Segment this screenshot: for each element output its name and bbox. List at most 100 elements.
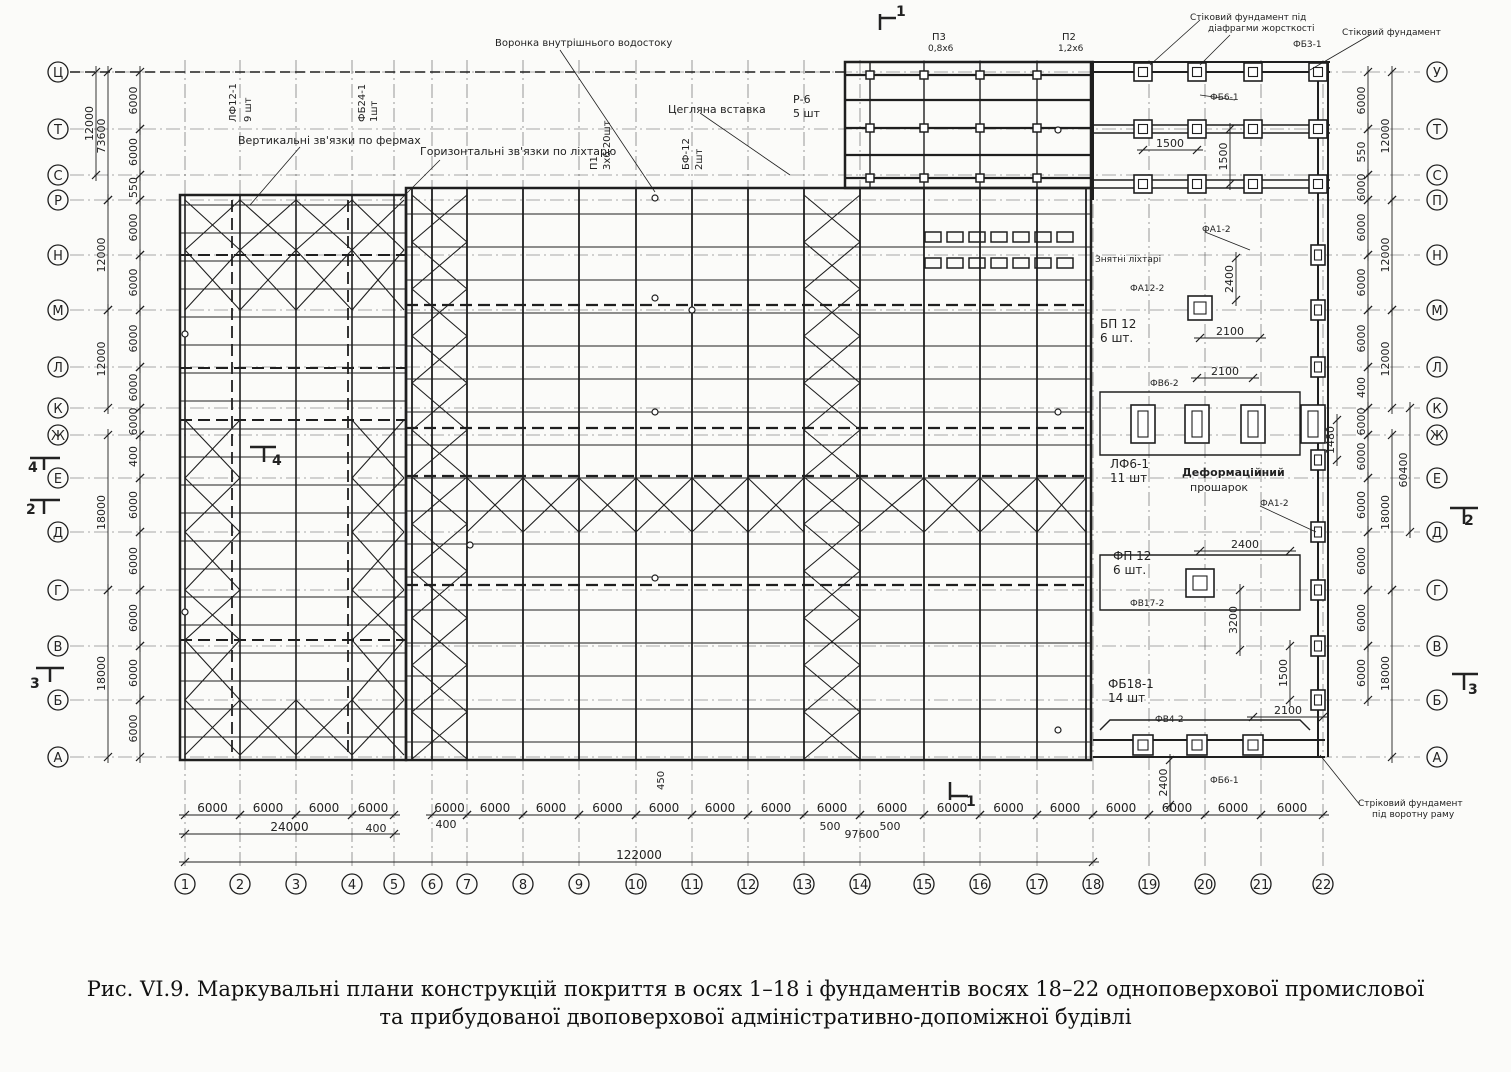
axis-bubble-column: 12 [737,873,759,895]
dim-tick [1248,373,1258,383]
axis-bubble-row-left: Л [47,356,69,378]
label-fv17: ФВ17-2 [1130,599,1164,609]
dim-tick [1088,810,1098,820]
label-fp12-qty: 6 шт. [1113,563,1146,577]
axis-bubble-circle [1426,189,1448,211]
axis-bubble-column: 13 [793,873,815,895]
leader-line [1199,94,1236,101]
foundation-pad [1310,579,1326,601]
dim-tick [135,67,145,77]
axis-bubble-label: Ж [51,429,65,444]
funnel-mark [651,294,659,302]
axis-bubble-label: 18 [1085,878,1102,893]
axis-bubble-row-left: Н [47,244,69,266]
dim-left-inner-label: 6000 [127,408,140,436]
dim-tick [1231,253,1241,263]
dim-right-outer-label: 12000 [1379,342,1392,377]
axis-bubble-label: 11 [684,878,701,893]
brace [184,531,241,591]
axis-bubble-row-right: П [1426,189,1448,211]
dim-left-inner-label: 6000 [127,491,140,519]
dim-tick [135,527,145,537]
axis-bubble-row-right: Н [1426,244,1448,266]
axis-bubble-circle [47,164,69,186]
dim-tick [1363,195,1373,205]
axis-bubble-label: 20 [1197,878,1214,893]
dim-span-label: 6000 [649,801,680,815]
leader-line [1309,34,1371,71]
label-fb3: ФБ3-1 [1293,40,1322,50]
section-mark-2-right: 2 [1450,506,1478,529]
dim-tick [1318,810,1328,820]
caption-line-2: та прибудованої двоповерхової адміністра… [379,1005,1132,1029]
dim-foundation-label: 1500 [1217,143,1230,171]
foundation-pad-socket [1312,178,1324,190]
axis-bubble-column: 9 [568,873,590,895]
foundation-group [1099,719,1311,731]
dim-span-label: 6000 [1162,801,1193,815]
lantern-cell [1012,231,1030,243]
axis-bubble-row-left: Б [47,689,69,711]
dim-tick [180,857,190,867]
dim-left-inner-label: 6000 [127,659,140,687]
leader-line [399,159,441,201]
axis-bubble-row-left: Ц [47,61,69,83]
foundation-pad [1133,174,1153,194]
label-vertical-ties: Вертикальні зв'язки по фермах [238,134,421,147]
funnel-mark [1054,726,1062,734]
dim-left-outer-label: 12000 [95,238,108,273]
axis-bubble-circle [1312,873,1334,895]
dim-tick [462,810,472,820]
dim-tick [1318,712,1328,722]
label-fb6-1: ФБ6-1 [1210,93,1239,103]
label-bf12-qty: 2шт [694,148,705,170]
dim-tick [1387,430,1397,440]
label-r6-qty: 5 шт [793,107,821,120]
foundation-pad [1242,734,1264,756]
brace [411,711,468,760]
axis-bubble-column: 18 [1082,873,1104,895]
section-mark-3-right: 3 [1452,672,1478,698]
axis-bubble-circle [1426,61,1448,83]
axis-bubble-label: В [1433,640,1442,655]
axis-bubble-column: 11 [681,873,703,895]
axis-bubble-circle [1426,244,1448,266]
axis-bubble-row-right: Т [1426,118,1448,140]
label-funnel-1: Воронка внутрішнього водостоку [495,37,672,49]
axis-bubble-circle [1426,118,1448,140]
dim-span-label: 6000 [592,801,623,815]
foundation-pad [1310,449,1326,471]
dim-right-outer-label: 12000 [1379,238,1392,273]
axis-bubble-circle [1426,521,1448,543]
brace [411,429,468,478]
column-node [919,173,929,183]
column-node [865,123,875,133]
axis-bubble-circle [229,873,251,895]
axis-bubble-label: 1 [181,878,189,893]
foundation-pad-socket [1191,66,1203,78]
dim-500-label: 500 [880,820,901,833]
axis-bubble-label: А [54,751,63,766]
foundation-plan [1091,61,1330,758]
dim-right-outer-label: 12000 [1379,119,1392,154]
dim-tick [919,810,929,820]
dim-tick [1285,546,1295,556]
column-node [919,123,929,133]
dim-right-outer-label: 18000 [1379,656,1392,691]
axis-bubble-row-left: Р [47,189,69,211]
dim-foundation-label: 2400 [1223,265,1236,293]
axis-bubble-circle [47,521,69,543]
foundation-pad-socket [1313,584,1323,596]
axis-bubble-label: 2 [236,878,244,893]
dim-tick [103,195,113,205]
axis-bubble-circle [849,873,871,895]
axis-bubble-circle [681,873,703,895]
label-wall-foundation-1b: діафрагми жорсткості [1208,24,1315,34]
dim-tick [631,810,641,820]
dim-left-outer-label: 12000 [95,342,108,377]
brace [803,476,861,525]
axis-bubble-column: 21 [1250,873,1272,895]
foundation-pad-long-socket [1137,410,1149,438]
axis-bubble-row-right: Л [1426,356,1448,378]
